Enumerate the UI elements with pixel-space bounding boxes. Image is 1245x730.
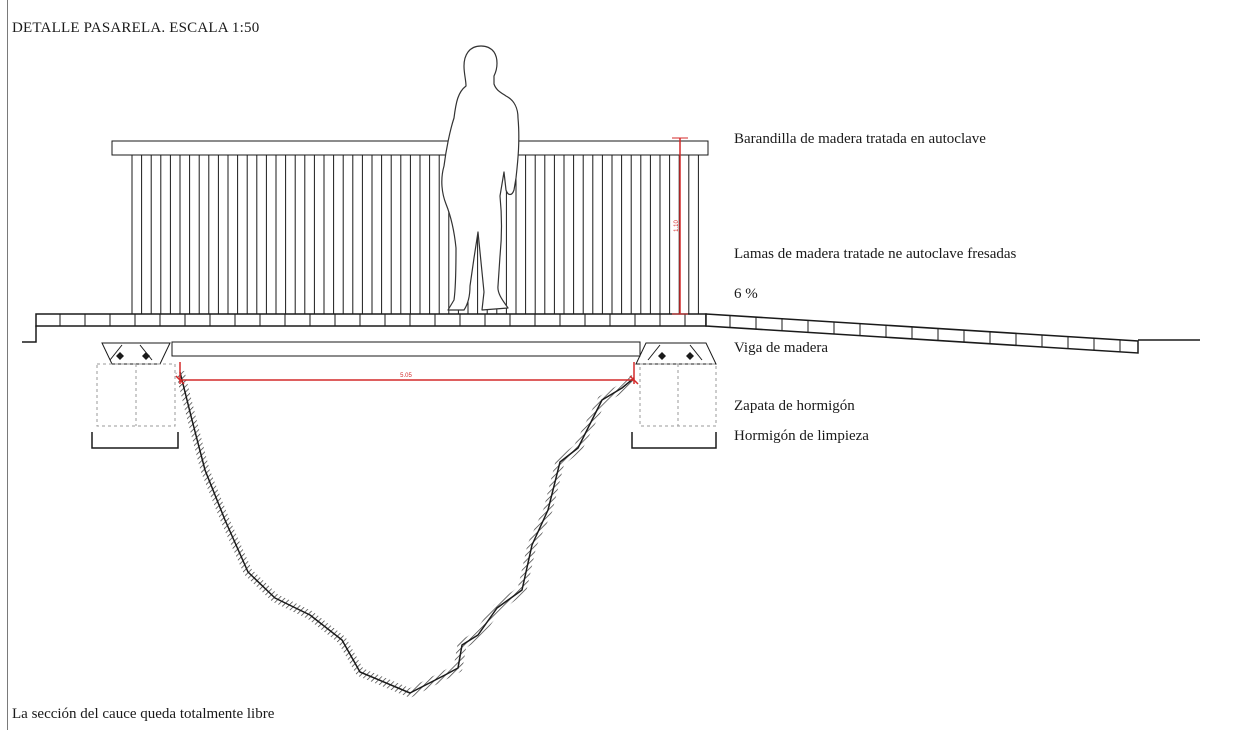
left-abutment [91, 342, 179, 449]
left-cleaning-concrete [91, 432, 179, 449]
footer-note: La sección del cauce queda totalmente li… [12, 706, 275, 722]
left-beam-seat [101, 342, 171, 365]
railing-handrail [111, 140, 709, 156]
span-value: 5.05 [400, 373, 412, 379]
person-silhouette [441, 45, 520, 311]
span-dimension: 5.05 [175, 362, 639, 385]
riverbed-outline [179, 371, 635, 694]
deck-slats [35, 313, 707, 327]
wooden-beam [171, 341, 641, 357]
railing-label: Barandilla de madera tratada en autoclav… [734, 131, 986, 147]
riverbed-hatch [175, 370, 637, 698]
cleaning-concrete-label: Hormigón de limpieza [734, 428, 869, 444]
sheet-frame-edge [7, 0, 8, 730]
right-cleaning-concrete [631, 432, 717, 449]
ramp-slat-joints [729, 315, 1121, 352]
slats-label: Lamas de madera tratade ne autoclave fre… [734, 246, 1017, 262]
beam-label: Viga de madera [734, 340, 829, 356]
right-abutment [631, 342, 717, 449]
railing-height-value: 1.10 [674, 220, 680, 232]
ramp-slats [705, 313, 1139, 354]
railing-balusters [131, 155, 699, 314]
railing-height-dimension: 1.10 [672, 137, 688, 315]
drawing-title: DETALLE PASARELA. ESCALA 1:50 [12, 20, 260, 36]
deck-slat-joints [59, 314, 686, 326]
slope-label: 6 % [734, 286, 758, 302]
right-beam-seat [635, 342, 717, 365]
footing-label: Zapata de hormigón [734, 398, 855, 414]
